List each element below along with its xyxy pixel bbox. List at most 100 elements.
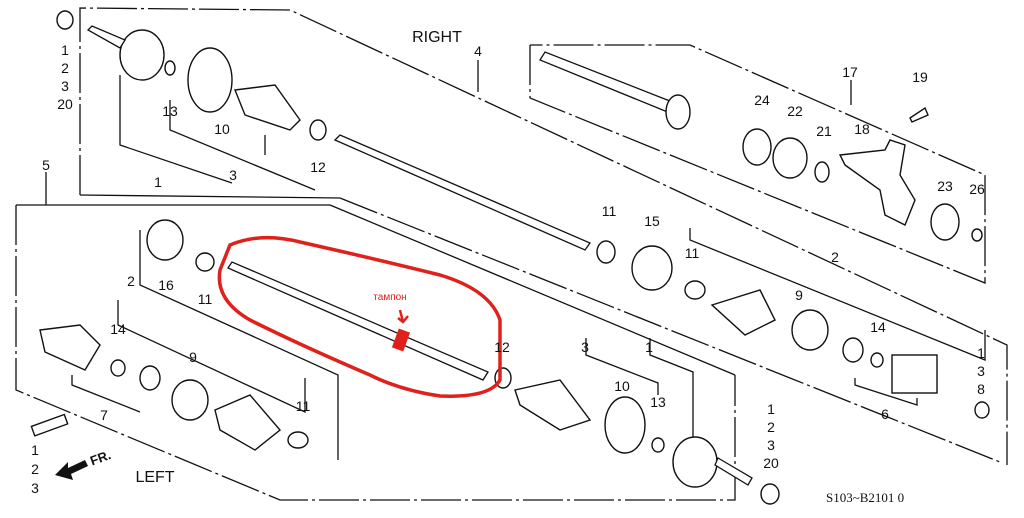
callout: 14 xyxy=(870,319,886,335)
intermediate-shaft xyxy=(539,51,681,116)
callout: 12 xyxy=(310,159,326,175)
leader-3 xyxy=(169,100,316,191)
callout: 4 xyxy=(474,43,482,59)
callout: 11 xyxy=(198,291,213,307)
callout: 3 xyxy=(977,363,985,379)
callout: 23 xyxy=(937,178,953,194)
band-9 xyxy=(791,309,829,351)
callout: 5 xyxy=(42,157,50,173)
callout: 1 xyxy=(31,442,39,458)
boot-band-10-left xyxy=(604,396,646,454)
band-11-left xyxy=(195,252,215,272)
callout: 18 xyxy=(854,121,870,137)
red-arrow-icon xyxy=(397,309,409,324)
clip-12 xyxy=(309,119,327,141)
dynamic-damper-15 xyxy=(631,245,673,291)
spindle-nut-left xyxy=(760,483,780,505)
callout: 10 xyxy=(214,121,230,137)
intermediate-flange xyxy=(665,94,691,130)
outer-cv-joint-right xyxy=(119,29,165,81)
callout: 2 xyxy=(831,249,839,265)
callout: 1 xyxy=(61,42,69,58)
boot-band-10 xyxy=(187,47,233,113)
callout: 11 xyxy=(602,203,617,219)
tampon-mark xyxy=(391,328,411,352)
right-shaft xyxy=(333,134,591,251)
callout: 19 xyxy=(912,69,928,85)
leader-16 xyxy=(139,230,339,460)
callout: 2 xyxy=(61,60,69,76)
front-arrow-icon xyxy=(55,460,88,480)
callout: 1 xyxy=(977,345,985,361)
reference-code: S103~B2101 0 xyxy=(826,490,904,505)
callout: 2 xyxy=(767,419,775,435)
right-side-label: RIGHT xyxy=(412,29,462,46)
clip-26 xyxy=(971,228,983,242)
callout: 9 xyxy=(795,287,803,303)
band-11b xyxy=(684,280,706,300)
callout: 14 xyxy=(110,321,126,337)
seal-23 xyxy=(930,203,960,241)
leader-7 xyxy=(71,375,141,413)
spider-left xyxy=(139,365,161,391)
callout: 8 xyxy=(977,381,985,397)
callout: 11 xyxy=(296,398,311,414)
spider-6 xyxy=(842,337,864,363)
callout: 2 xyxy=(31,461,39,477)
callout: 6 xyxy=(881,406,889,422)
snap-ring-24 xyxy=(742,128,772,166)
boot-left-outboard xyxy=(514,379,592,431)
clip-14-left xyxy=(110,359,126,377)
callout: 26 xyxy=(969,181,985,197)
callout: 21 xyxy=(816,123,832,139)
band-9-left xyxy=(171,379,209,421)
callout: 20 xyxy=(57,96,73,112)
callout: 13 xyxy=(162,103,178,119)
callout: 3 xyxy=(61,78,69,94)
box-edge xyxy=(79,194,341,199)
leader-2-left xyxy=(117,300,306,414)
boot-right xyxy=(234,84,301,131)
leader-1-mid xyxy=(649,338,694,440)
callout: 1 xyxy=(154,174,162,190)
leader-6 xyxy=(854,378,918,406)
bearing-22 xyxy=(772,137,808,179)
outer-stub-shaft xyxy=(714,457,753,486)
left-assembly-box xyxy=(15,205,736,501)
ring-8 xyxy=(974,401,990,419)
callout: 16 xyxy=(158,277,174,293)
right-assembly-box xyxy=(79,7,1008,465)
grease-tube xyxy=(30,413,69,437)
ring-13-left xyxy=(651,437,665,453)
inboard-joint-left xyxy=(39,324,101,371)
clip-21 xyxy=(814,161,830,183)
leader-3-mid xyxy=(585,338,659,395)
ring-13 xyxy=(164,60,176,76)
callout: 17 xyxy=(842,64,858,80)
bolt-19 xyxy=(909,106,929,123)
box-edge xyxy=(339,197,1001,463)
callout: 3 xyxy=(229,167,237,183)
spindle-nut xyxy=(56,10,74,30)
callout: 15 xyxy=(644,213,660,229)
callout: 3 xyxy=(581,339,589,355)
right-intermediate-box xyxy=(529,44,986,284)
leader-1 xyxy=(119,75,233,184)
callout: 10 xyxy=(614,378,630,394)
boot-right-inboard xyxy=(710,289,776,336)
band-11 xyxy=(596,240,616,264)
boot-left xyxy=(214,394,282,451)
tampon-annotation: тампон xyxy=(373,292,406,303)
callout: 1 xyxy=(767,401,775,417)
callout: 20 xyxy=(763,455,779,471)
clip-14 xyxy=(870,352,884,368)
red-highlight-outline xyxy=(217,235,502,398)
box-edge xyxy=(329,204,736,376)
inboard-joint-right xyxy=(891,354,938,394)
callout: 24 xyxy=(754,92,770,108)
band-11-left-b xyxy=(287,431,309,449)
callout: 13 xyxy=(650,394,666,410)
callout: 2 xyxy=(127,273,135,289)
callout: 22 xyxy=(787,103,803,119)
